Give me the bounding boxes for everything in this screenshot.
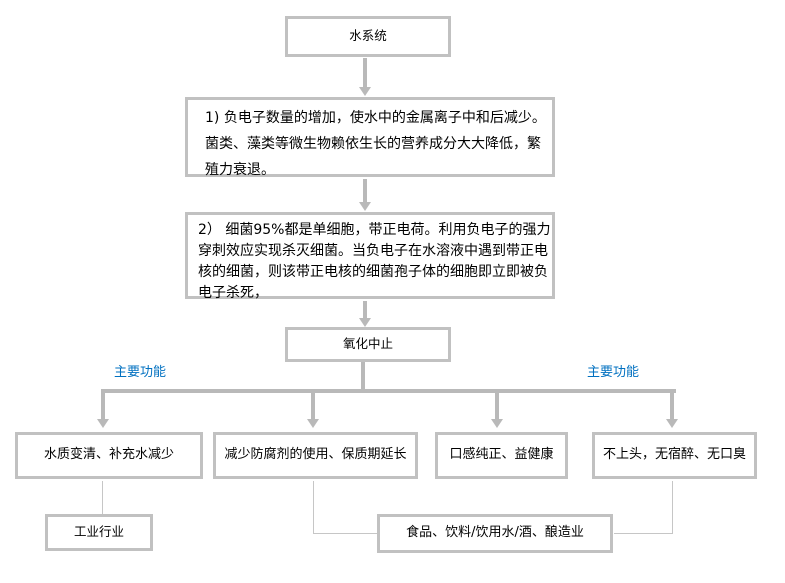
arrow-1-shaft (363, 58, 367, 88)
benefit-3-label: 口感纯正、益健康 (449, 447, 554, 463)
branch-stem (361, 362, 365, 391)
node-oxidation-stop-label: 氧化中止 (342, 336, 393, 352)
branch-arrow-4-shaft (670, 393, 674, 420)
node-industrial-sector: 工业行业 (45, 514, 153, 551)
branch-arrow-2-head (307, 419, 319, 428)
node-benefit-preservative: 减少防腐剂的使用、保质期延长 (213, 432, 418, 479)
arrow-2-head (359, 202, 371, 211)
connector-benefit4-down (672, 481, 673, 534)
node-benefit-taste: 口感纯正、益健康 (435, 432, 568, 479)
node-benefit-no-hangover: 不上头，无宿醉、无口臭 (592, 432, 757, 479)
connector-benefit4-across (614, 533, 673, 534)
connector-benefit1-industry (102, 481, 103, 515)
node-benefit-water-clear: 水质变清、补充水减少 (15, 432, 203, 479)
industry-2-label: 食品、饮料/饮用水/酒、酿造业 (406, 525, 584, 541)
arrow-1-head (359, 87, 371, 96)
benefit-1-label: 水质变清、补充水减少 (43, 447, 174, 463)
connector-benefit2-across (313, 533, 378, 534)
connector-benefit2-down (313, 481, 314, 534)
label-main-function-right: 主要功能 (587, 365, 640, 380)
node-step2: 2） 细菌95%都是单细胞，带正电荷。利用负电子的强力 穿刺效应实现杀灭细菌。当… (185, 212, 555, 301)
node-food-beverage-sector: 食品、饮料/饮用水/酒、酿造业 (377, 514, 613, 553)
node-oxidation-stop: 氧化中止 (285, 327, 451, 362)
benefit-4-label: 不上头，无宿醉、无口臭 (602, 447, 746, 463)
step2-line-3: 核的细菌，则该带正电核的细菌孢子体的细胞即立即被负 (198, 264, 548, 280)
node-water-system: 水系统 (285, 16, 451, 57)
step1-line-1: 1) 负电子数量的增加，使水中的金属离子中和后减少。 (205, 110, 546, 126)
step1-line-2: 菌类、藻类等微生物赖依生长的营养成分大大降低，繁 (205, 136, 541, 152)
arrow-2-shaft (363, 179, 367, 204)
node-water-system-label: 水系统 (349, 28, 387, 44)
step2-line-2: 穿刺效应实现杀灭细菌。当负电子在水溶液中遇到带正电 (198, 243, 548, 259)
label-main-function-left: 主要功能 (114, 365, 167, 380)
branch-arrow-1-head (97, 419, 109, 428)
benefit-2-label: 减少防腐剂的使用、保质期延长 (224, 447, 407, 463)
industry-1-label: 工业行业 (73, 524, 124, 540)
step2-line-1: 2） 细菌95%都是单细胞，带正电荷。利用负电子的强力 (198, 222, 551, 238)
arrow-3-head (359, 318, 371, 327)
step2-line-4: 电子杀死， (198, 285, 268, 301)
branch-arrow-3-head (491, 419, 503, 428)
branch-arrow-4-head (666, 419, 678, 428)
node-step1: 1) 负电子数量的增加，使水中的金属离子中和后减少。 菌类、藻类等微生物赖依生长… (185, 97, 555, 178)
branch-arrow-1-shaft (101, 393, 105, 420)
branch-crossbar (101, 389, 676, 393)
arrow-3-shaft (363, 301, 367, 319)
branch-arrow-3-shaft (495, 393, 499, 420)
branch-arrow-2-shaft (311, 393, 315, 420)
step1-line-3: 殖力衰退。 (205, 162, 275, 178)
